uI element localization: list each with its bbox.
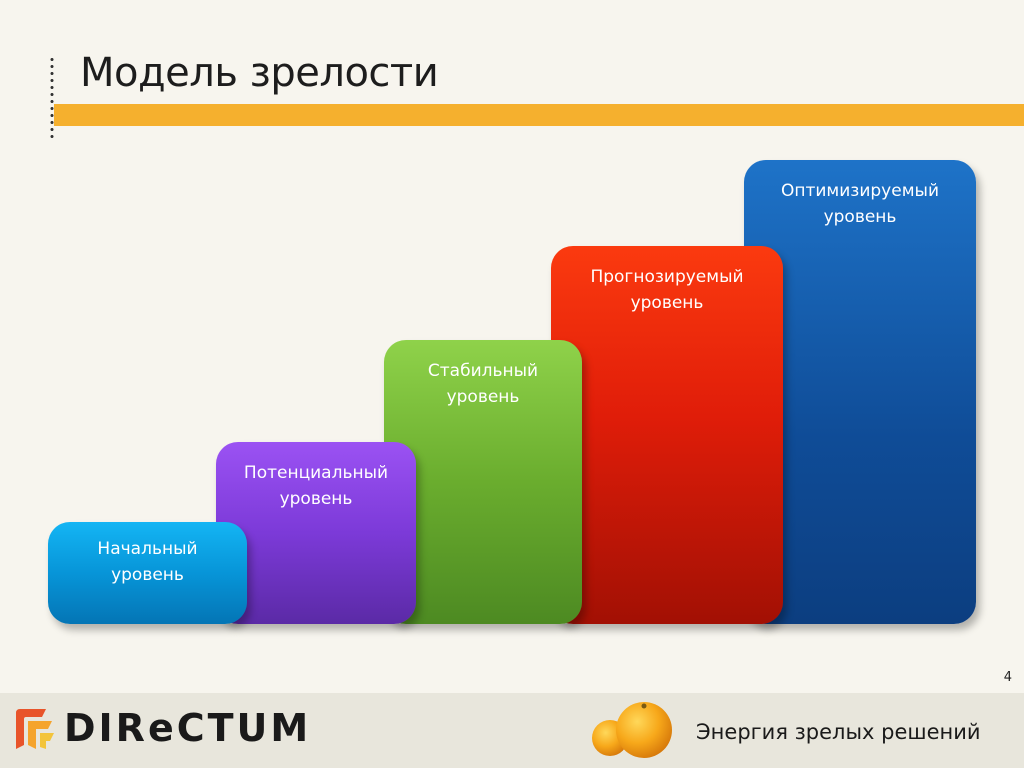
- logo-mark-icon: [16, 709, 54, 749]
- footer-band: [0, 693, 1024, 768]
- logo-wordmark: DIReCTUM: [64, 706, 312, 750]
- footer-slogan: Энергия зрелых решений: [696, 720, 981, 744]
- page-number: 4: [1003, 670, 1012, 685]
- tangerine-icon: [592, 702, 672, 758]
- level-label: Стабильный уровень: [427, 361, 539, 407]
- decorative-dots: [50, 56, 54, 138]
- title-underline-bar: [54, 104, 1024, 126]
- directum-logo: DIReCTUM: [12, 702, 311, 754]
- level-stable: Стабильный уровень: [384, 340, 582, 624]
- level-label: Начальный уровень: [97, 539, 198, 585]
- level-potential: Потенциальный уровень: [216, 442, 416, 624]
- page-title: Модель зрелости: [80, 50, 439, 96]
- level-predictable: Прогнозируемый уровень: [551, 246, 783, 624]
- level-label: Прогнозируемый уровень: [590, 267, 744, 313]
- level-label: Потенциальный уровень: [243, 463, 389, 509]
- level-initial: Начальный уровень: [48, 522, 247, 624]
- level-label: Оптимизируемый уровень: [780, 181, 939, 227]
